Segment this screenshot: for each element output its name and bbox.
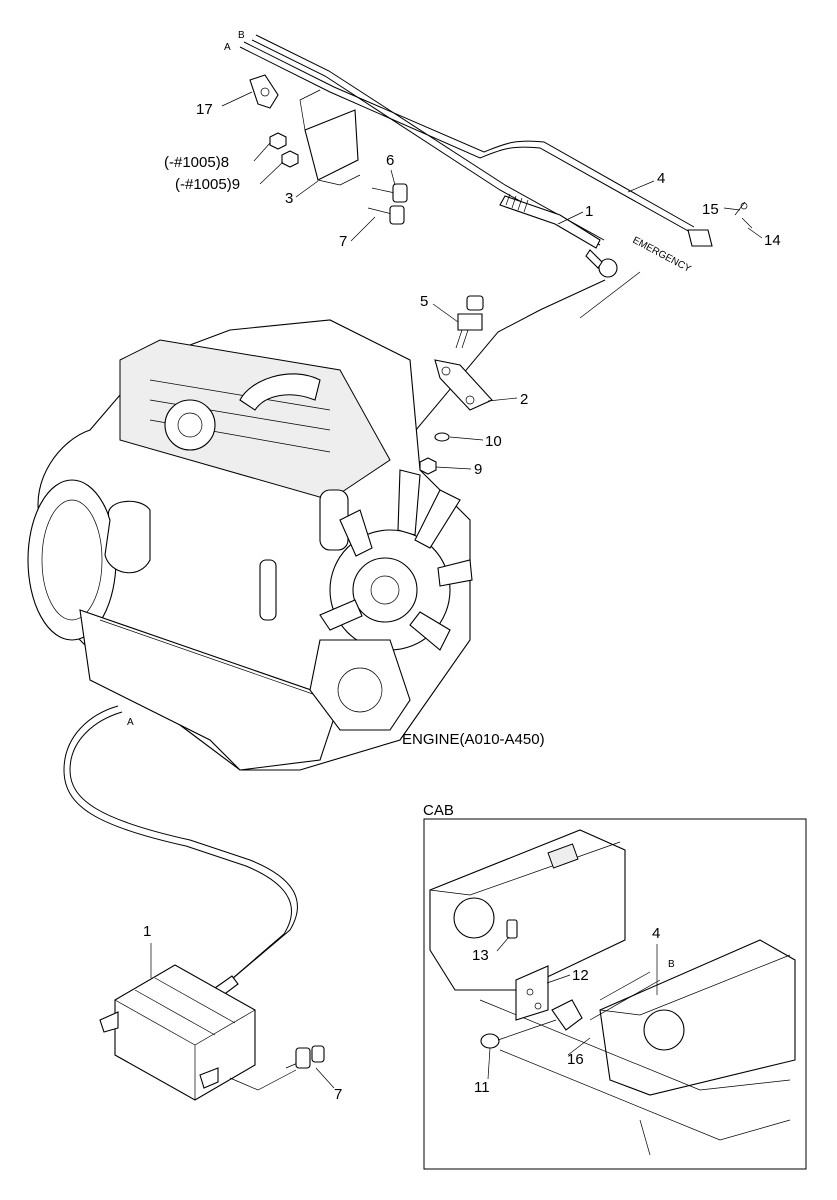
cable-sleeve (499, 193, 618, 278)
letter-b-cab: B (668, 959, 675, 970)
letter-b-top: B (238, 30, 245, 41)
nut-8 (269, 132, 287, 150)
label-13: 13 (472, 947, 489, 964)
label-7-lower: 7 (334, 1086, 342, 1103)
control-box-1 (99, 964, 256, 1101)
letter-a-lower: A (127, 717, 134, 728)
bracket-2 (434, 359, 493, 411)
bracket-3 (299, 89, 361, 186)
bolt-6 (371, 183, 408, 203)
cab-illustration (429, 829, 796, 1156)
bolt-7-top (367, 205, 405, 225)
clip-17 (249, 74, 279, 109)
label-7-top: 7 (339, 233, 347, 250)
nut-9-lower (419, 457, 437, 475)
label-4-top: 4 (657, 170, 665, 187)
label-11: 11 (474, 1079, 490, 1096)
engine-caption: ENGINE(A010-A450) (402, 731, 545, 748)
nut-9 (281, 150, 299, 168)
label-1-lower: 1 (143, 923, 151, 940)
cab-caption: CAB (423, 802, 454, 819)
emergency-tag: EMERGENCY (631, 235, 693, 275)
label-6: 6 (386, 152, 394, 169)
label-17: 17 (196, 101, 213, 118)
cable-assembly-top (239, 34, 753, 278)
label-5: 5 (420, 293, 428, 310)
label-9-mid: 9 (474, 461, 482, 478)
clevis-assembly (687, 201, 753, 247)
callout-labels: 17 (-#1005)8 (-#1005)9 3 6 7 1 4 15 14 5… (127, 30, 781, 1103)
label-10: 10 (485, 433, 502, 450)
label-8: (-#1005)8 (164, 154, 229, 171)
letter-a-top: A (224, 42, 231, 53)
label-9-top: (-#1005)9 (175, 176, 240, 193)
label-12: 12 (572, 967, 589, 984)
cab-inset-frame (423, 818, 807, 1170)
engine-illustration (27, 319, 473, 771)
bolt-7-lower (285, 1045, 325, 1069)
label-3: 3 (285, 190, 293, 207)
bolt-5 (455, 295, 484, 349)
label-4-cab: 4 (652, 925, 660, 942)
label-2: 2 (520, 391, 528, 408)
fan (319, 469, 473, 651)
label-15: 15 (702, 201, 719, 218)
callout-leaders (150, 91, 763, 1089)
label-16: 16 (567, 1051, 584, 1068)
label-1-top: 1 (585, 203, 593, 220)
washer-10 (434, 432, 450, 442)
label-14: 14 (764, 232, 781, 249)
